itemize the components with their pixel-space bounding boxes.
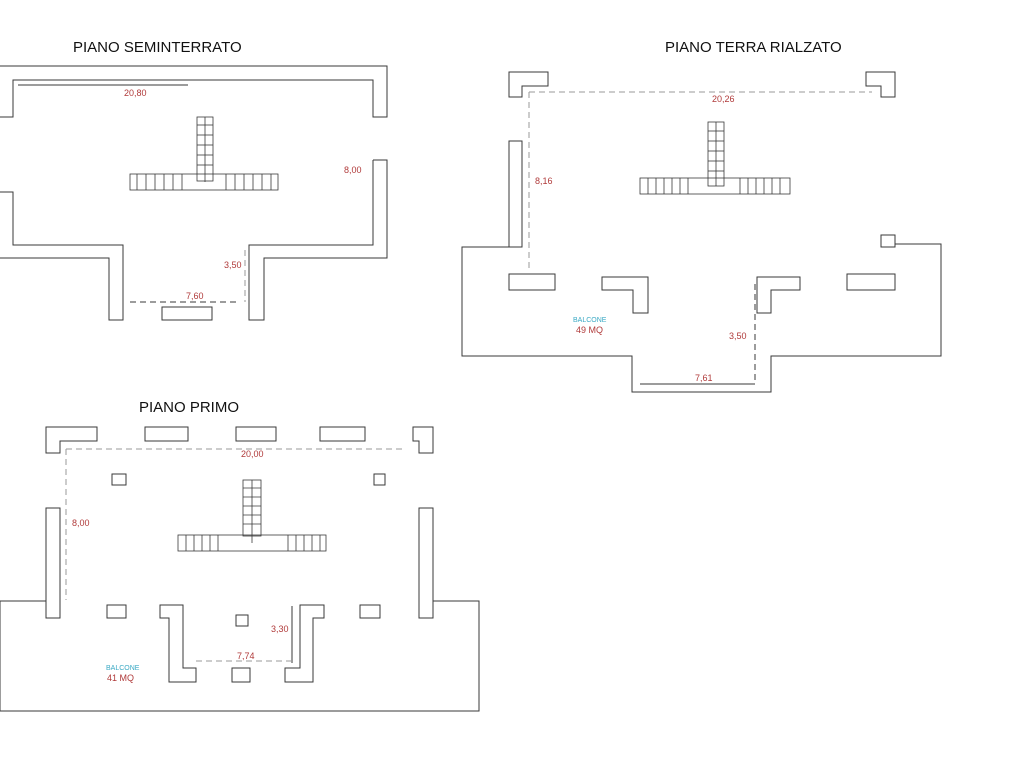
first-width-label: 20,00 xyxy=(241,449,264,459)
basement-recess-depth-label: 3,50 xyxy=(224,260,242,270)
basement-plan: PIANO SEMINTERRATO xyxy=(0,39,388,321)
first-recess-depth-label: 3,30 xyxy=(271,624,289,634)
first-walls xyxy=(0,426,480,712)
first-staircase xyxy=(177,479,327,552)
ground-balcony-label: BALCONE xyxy=(573,317,607,324)
ground-balcony-area: 49 MQ xyxy=(576,325,603,335)
ground-staircase xyxy=(639,121,791,195)
first-depth-label: 8,00 xyxy=(72,518,90,528)
first-recess-width-label: 7,74 xyxy=(237,651,255,661)
first-balcony-label: BALCONE xyxy=(106,665,140,672)
first-title: PIANO PRIMO xyxy=(139,399,239,416)
ground-title: PIANO TERRA RIALZATO xyxy=(665,39,842,56)
basement-depth-label: 8,00 xyxy=(344,165,362,175)
basement-staircase xyxy=(129,116,279,191)
ground-walls xyxy=(461,71,942,393)
ground-floor-plan: PIANO TERRA RIALZATO xyxy=(461,39,942,393)
ground-depth-label: 8,16 xyxy=(535,176,553,186)
basement-width-label: 20,80 xyxy=(124,88,147,98)
basement-window-sill xyxy=(161,306,213,321)
basement-title: PIANO SEMINTERRATO xyxy=(73,39,242,56)
ground-recess-depth-label: 3,50 xyxy=(729,331,747,341)
first-floor-plan: PIANO PRIMO 20,00 8,00 xyxy=(0,399,480,712)
basement-recess-width-label: 7,60 xyxy=(186,291,204,301)
ground-recess-width-label: 7,61 xyxy=(695,373,713,383)
ground-width-label: 20,26 xyxy=(712,94,735,104)
basement-walls xyxy=(0,65,388,321)
first-balcony-area: 41 MQ xyxy=(107,673,134,683)
